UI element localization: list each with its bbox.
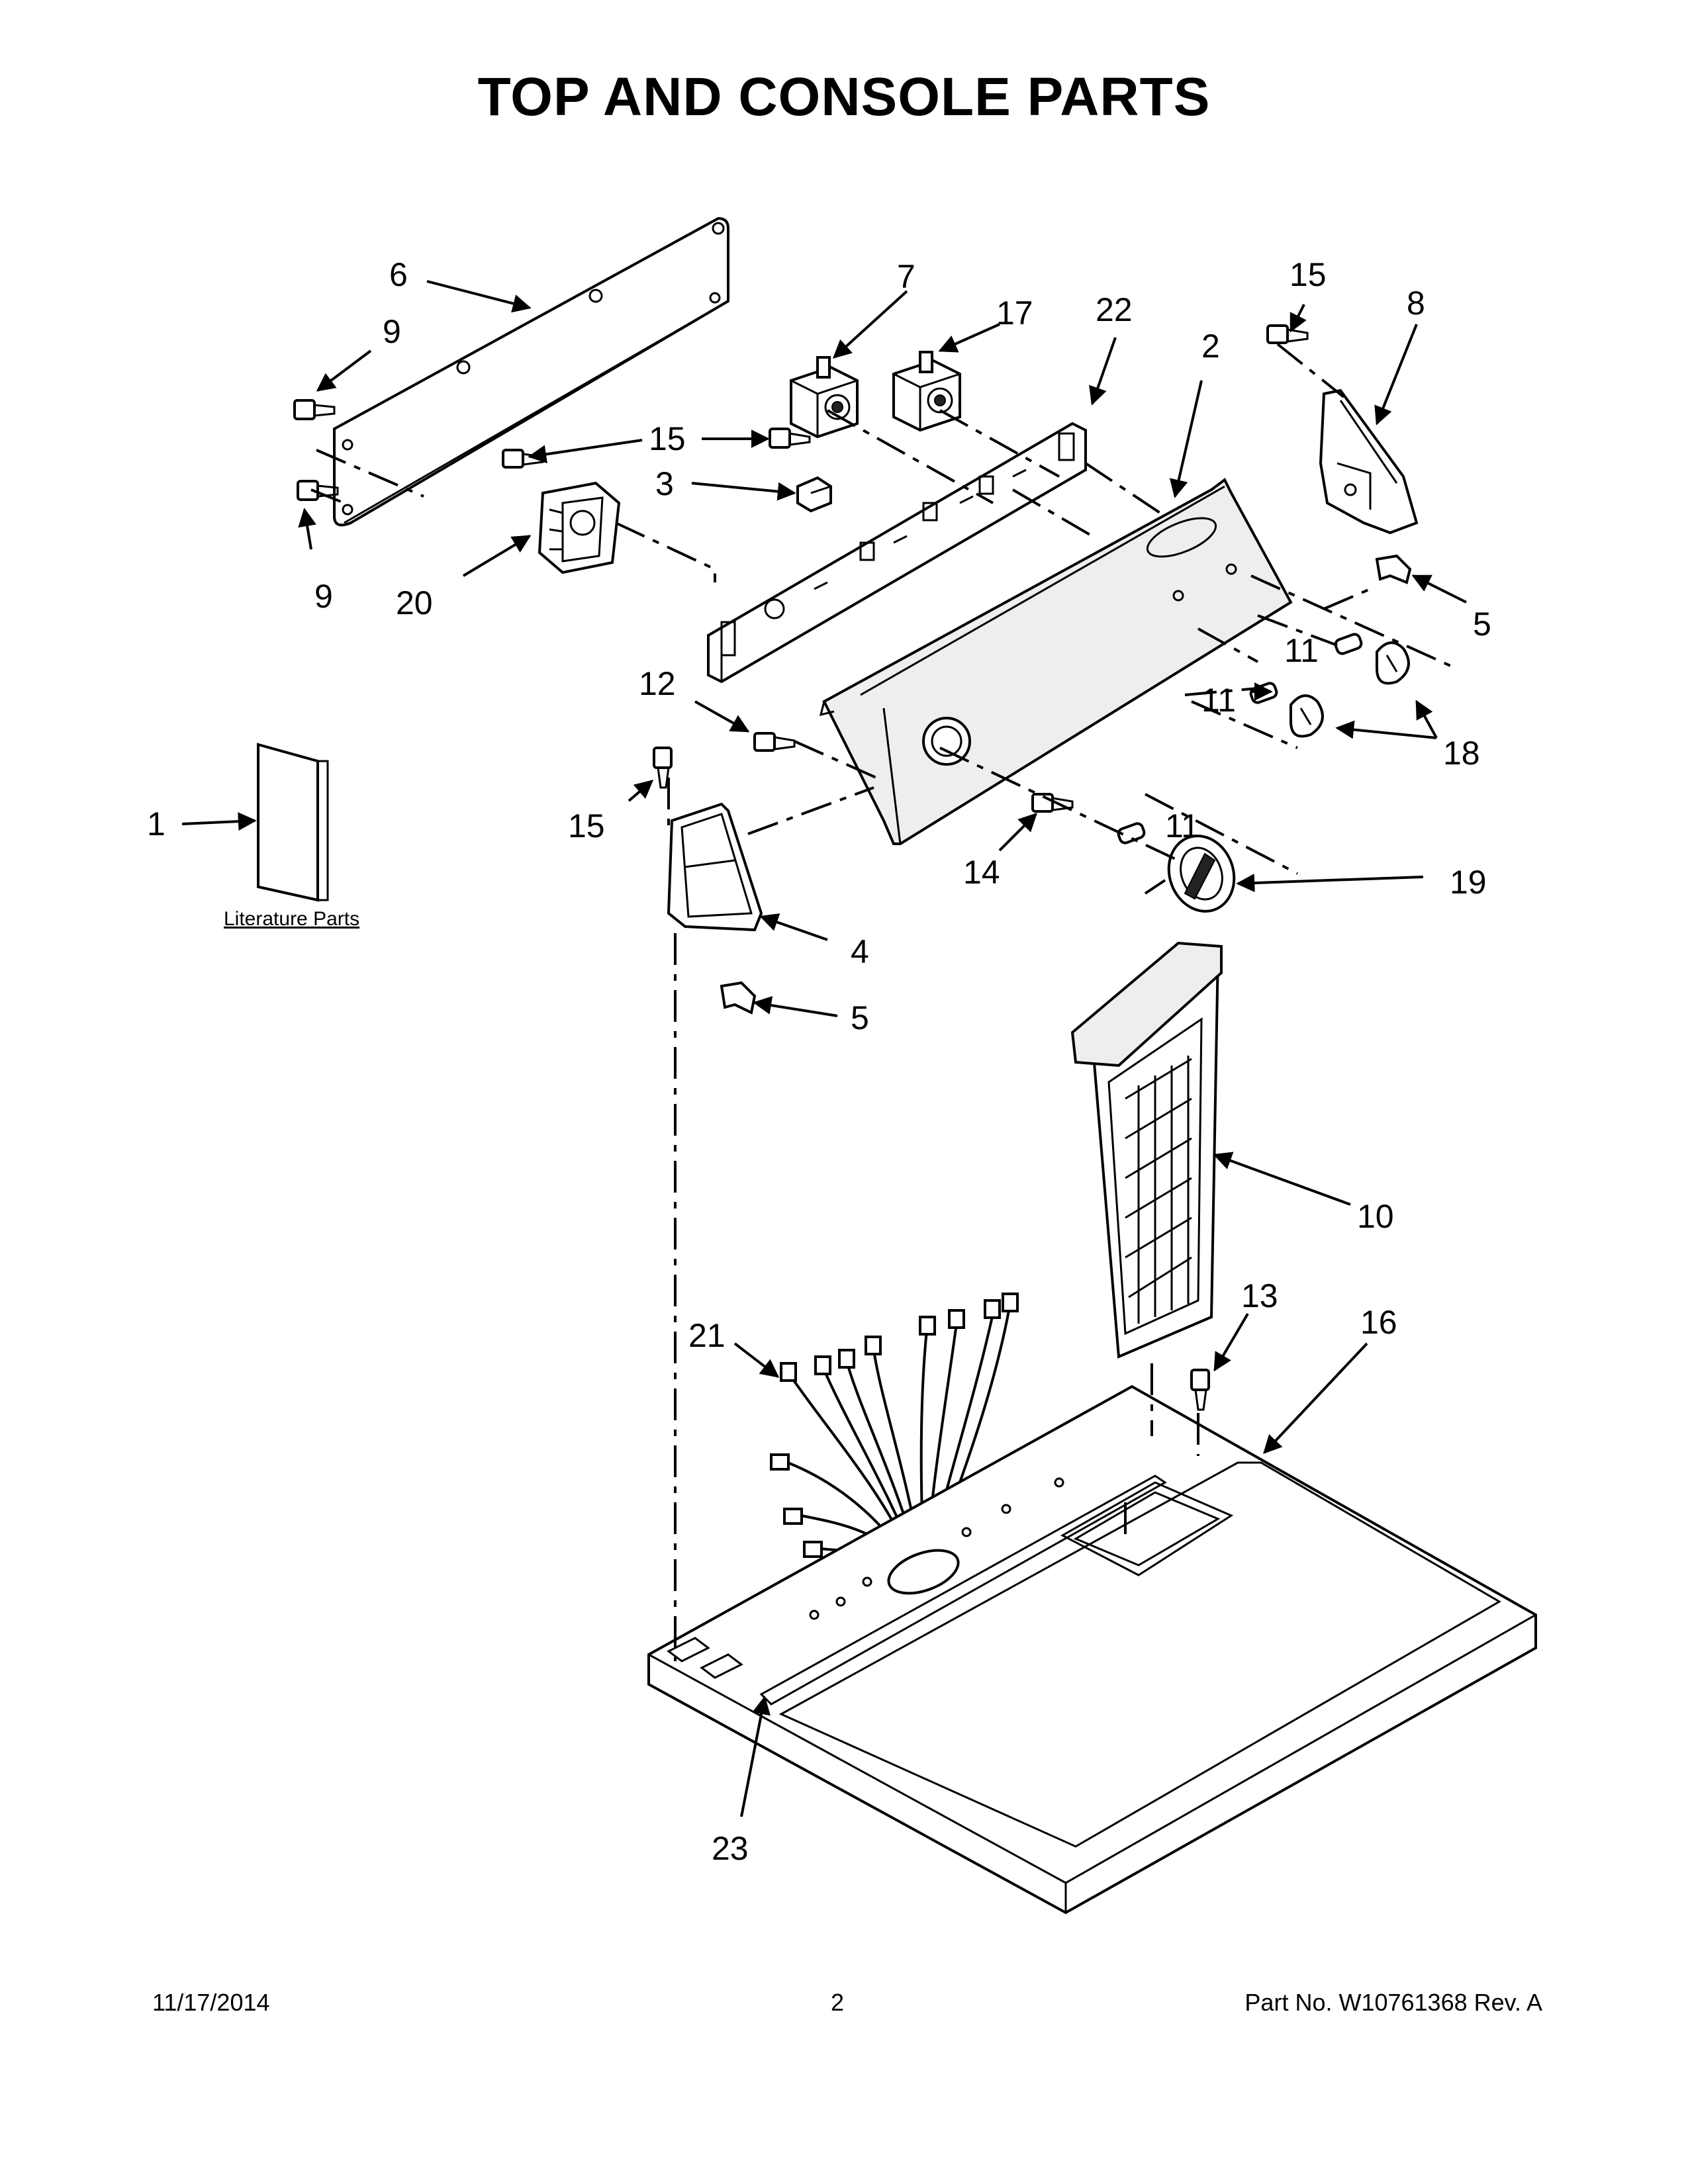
part-20-timer [538, 481, 621, 574]
part-15-screw-left [502, 449, 544, 469]
callout-22: 22 [1096, 291, 1133, 328]
callout-6: 6 [389, 256, 408, 293]
callout-3: 3 [655, 465, 674, 502]
part-19-knob [1167, 835, 1236, 913]
page-title: TOP AND CONSOLE PARTS [477, 67, 1211, 127]
part-4-end-cap [667, 802, 763, 932]
callout-7: 7 [897, 258, 915, 295]
part-3-bracket [796, 476, 832, 513]
footer-date: 11/17/2014 [152, 1989, 270, 2016]
part-9-screw-bottom [297, 480, 339, 501]
callout-19: 19 [1450, 864, 1487, 901]
part-8-bracket [1319, 388, 1419, 535]
part-18-knob-upper [1376, 641, 1410, 685]
callout-17: 17 [996, 295, 1033, 332]
footer-page-number: 2 [831, 1989, 845, 2016]
callout-9: 9 [314, 578, 333, 615]
callout-15: 15 [568, 807, 605, 844]
part-7-switch [790, 356, 859, 439]
callout-14: 14 [963, 854, 1000, 891]
callout-12: 12 [639, 665, 676, 702]
part-16-top-panel [647, 1385, 1537, 1915]
assembly-lines [310, 343, 1457, 1661]
callout-5: 5 [1473, 606, 1491, 643]
callout-9: 9 [383, 313, 401, 350]
part-12-screw [753, 732, 796, 752]
leader-arrows [181, 280, 1467, 1817]
callout-20: 20 [396, 584, 433, 621]
callout-11: 11 [1165, 807, 1199, 844]
part-2-console [819, 477, 1293, 845]
callout-11: 11 [1284, 632, 1319, 669]
callout-16: 16 [1360, 1304, 1397, 1341]
part-13-screw [1190, 1369, 1210, 1411]
callout-4: 4 [851, 933, 869, 970]
part-5-clip-lower [720, 981, 757, 1015]
part-11-insert-upper [1334, 633, 1363, 655]
part-5-clip-upper [1375, 554, 1412, 584]
callout-labels: 6 9 9 20 15 3 7 17 22 2 15 8 5 11 11 18 … [147, 256, 1491, 1867]
callout-5: 5 [851, 999, 869, 1036]
callout-15: 15 [649, 420, 686, 457]
part-1-literature [257, 743, 329, 902]
part-17-switch [892, 351, 961, 432]
part-15-screw-upper [769, 428, 811, 449]
callout-1: 1 [147, 805, 165, 842]
part-6-rear-panel [333, 216, 729, 527]
callout-2: 2 [1201, 328, 1220, 365]
callout-18: 18 [1443, 735, 1480, 772]
literature-parts-label: Literature Parts [224, 908, 359, 930]
part-22-console-bracket [707, 422, 1087, 684]
part-15-screw-right [1266, 324, 1309, 344]
callout-13: 13 [1241, 1277, 1278, 1314]
part-10-lint-screen [1070, 941, 1223, 1359]
callout-15: 15 [1289, 256, 1327, 293]
callout-10: 10 [1357, 1198, 1394, 1235]
callout-11: 11 [1201, 682, 1236, 719]
callout-21: 21 [688, 1317, 726, 1354]
part-18-knob-lower [1289, 694, 1324, 738]
part-14-screw [1031, 793, 1074, 813]
callout-23: 23 [712, 1830, 749, 1867]
footer-part-number: Part No. W10761368 Rev. A [1244, 1989, 1542, 2016]
callout-8: 8 [1407, 285, 1425, 322]
part-9-screw-top [293, 399, 336, 420]
